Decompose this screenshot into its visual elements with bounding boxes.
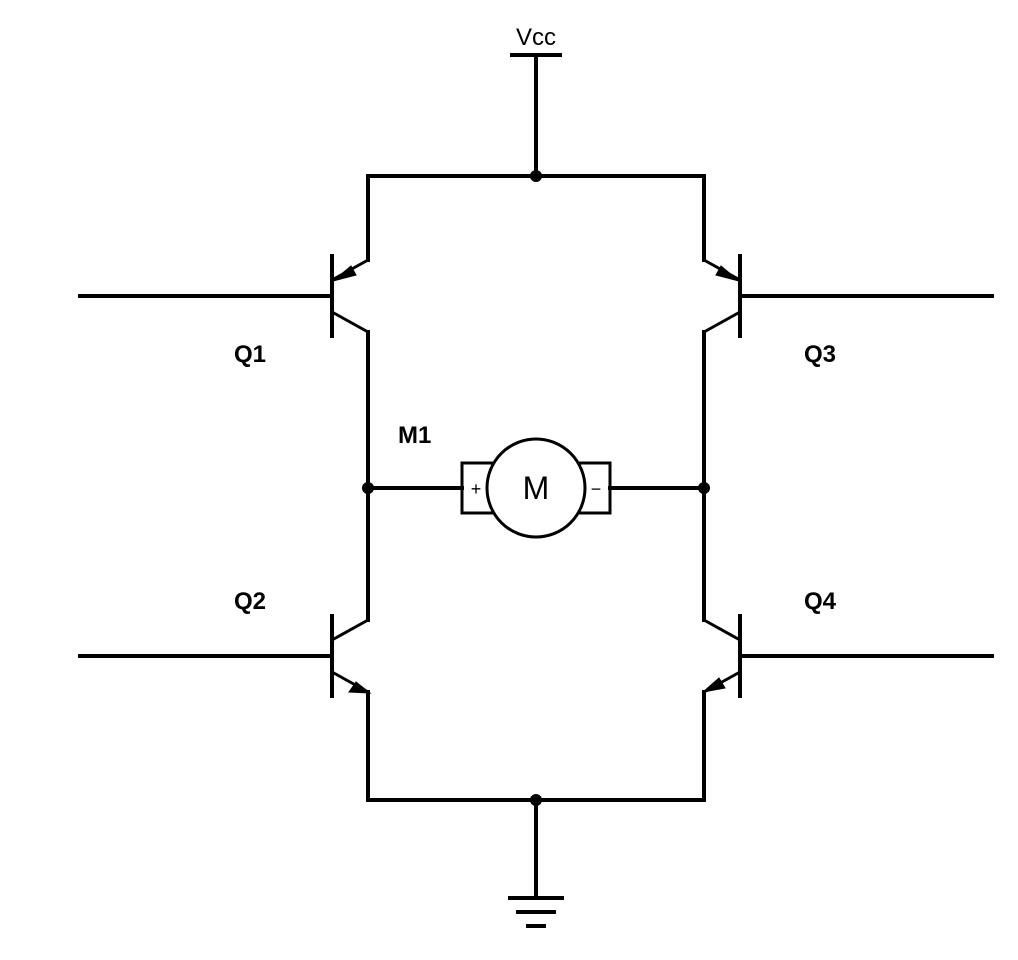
q1-label: Q1 [234,341,266,368]
transistor-q2: Q2 [78,588,372,698]
q1-emitter-arrow [332,265,357,282]
transistor-q4: Q4 [701,588,994,698]
q4-collector-leg [703,618,741,642]
motor-m1: M1 M + − [366,422,706,539]
vcc-label: Vcc [516,24,556,51]
top-rail [366,174,706,262]
q3-emitter-arrow [715,265,740,282]
q2-collector-leg [331,618,369,642]
q2-emitter-arrow [348,681,372,694]
q3-collector-leg [703,310,741,334]
q1-collector-leg [331,310,369,334]
bottom-rail [366,690,706,802]
q4-emitter-arrow [701,677,726,693]
q2-label: Q2 [234,588,266,615]
motor-minus-sign: − [591,479,602,499]
q3-label: Q3 [804,341,836,368]
motor-plus-sign: + [471,479,482,499]
junction-top [530,170,542,182]
vcc-supply: Vcc [510,24,562,178]
q4-label: Q4 [804,588,837,615]
ground-symbol [508,798,564,928]
motor-designator: M1 [398,422,431,449]
transistor-q3: Q3 [703,254,994,368]
motor-body [485,437,587,539]
motor-symbol: M [523,470,550,506]
transistor-q1: Q1 [78,254,369,368]
